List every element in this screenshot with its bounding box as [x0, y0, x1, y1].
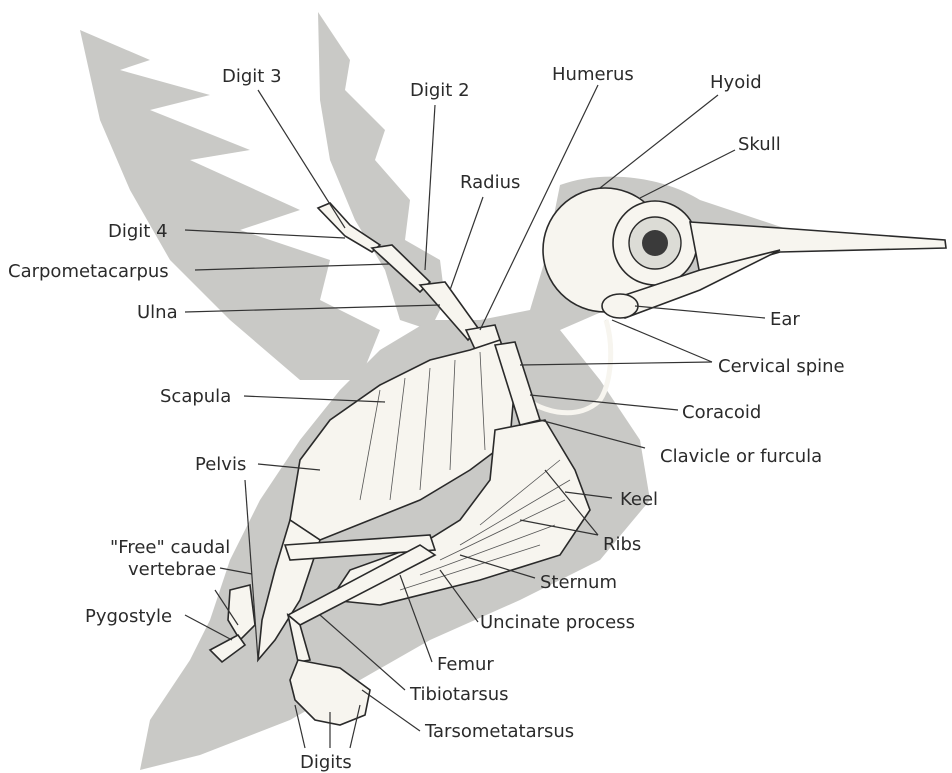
label-scapula: Scapula — [160, 386, 231, 407]
label-keel: Keel — [620, 489, 658, 510]
label-carpometacarpus: Carpometacarpus — [8, 261, 169, 282]
leader-hyoid — [600, 95, 718, 188]
label-digit2: Digit 2 — [410, 80, 470, 101]
ear-bone — [602, 294, 638, 318]
label-free-caudal-2: vertebrae — [128, 559, 216, 580]
leader-digit2 — [425, 105, 435, 270]
label-digit4: Digit 4 — [108, 221, 168, 242]
leader-radius — [450, 197, 483, 290]
label-coracoid: Coracoid — [682, 402, 761, 423]
label-radius: Radius — [460, 172, 520, 193]
leader-cervical-a — [612, 320, 712, 362]
label-pygostyle: Pygostyle — [85, 606, 172, 627]
label-ribs: Ribs — [603, 534, 641, 555]
label-cervical-spine: Cervical spine — [718, 356, 845, 377]
label-ulna: Ulna — [137, 302, 178, 323]
label-humerus: Humerus — [552, 64, 634, 85]
eye-pupil — [642, 230, 668, 256]
label-ear: Ear — [770, 309, 800, 330]
label-femur: Femur — [437, 654, 494, 675]
label-sternum: Sternum — [540, 572, 617, 593]
label-uncinate: Uncinate process — [480, 612, 635, 633]
label-free-caudal-1: "Free" caudal — [110, 537, 230, 558]
label-skull: Skull — [738, 134, 781, 155]
label-hyoid: Hyoid — [710, 72, 762, 93]
label-tibiotarsus: Tibiotarsus — [409, 684, 509, 705]
leader-ear — [635, 306, 765, 318]
label-digit3: Digit 3 — [222, 66, 282, 87]
leader-skull — [640, 150, 735, 198]
label-pelvis: Pelvis — [195, 454, 246, 475]
label-tarsometatarsus: Tarsometatarsus — [424, 721, 574, 742]
label-digits: Digits — [300, 752, 352, 773]
label-clavicle: Clavicle or furcula — [660, 446, 822, 467]
